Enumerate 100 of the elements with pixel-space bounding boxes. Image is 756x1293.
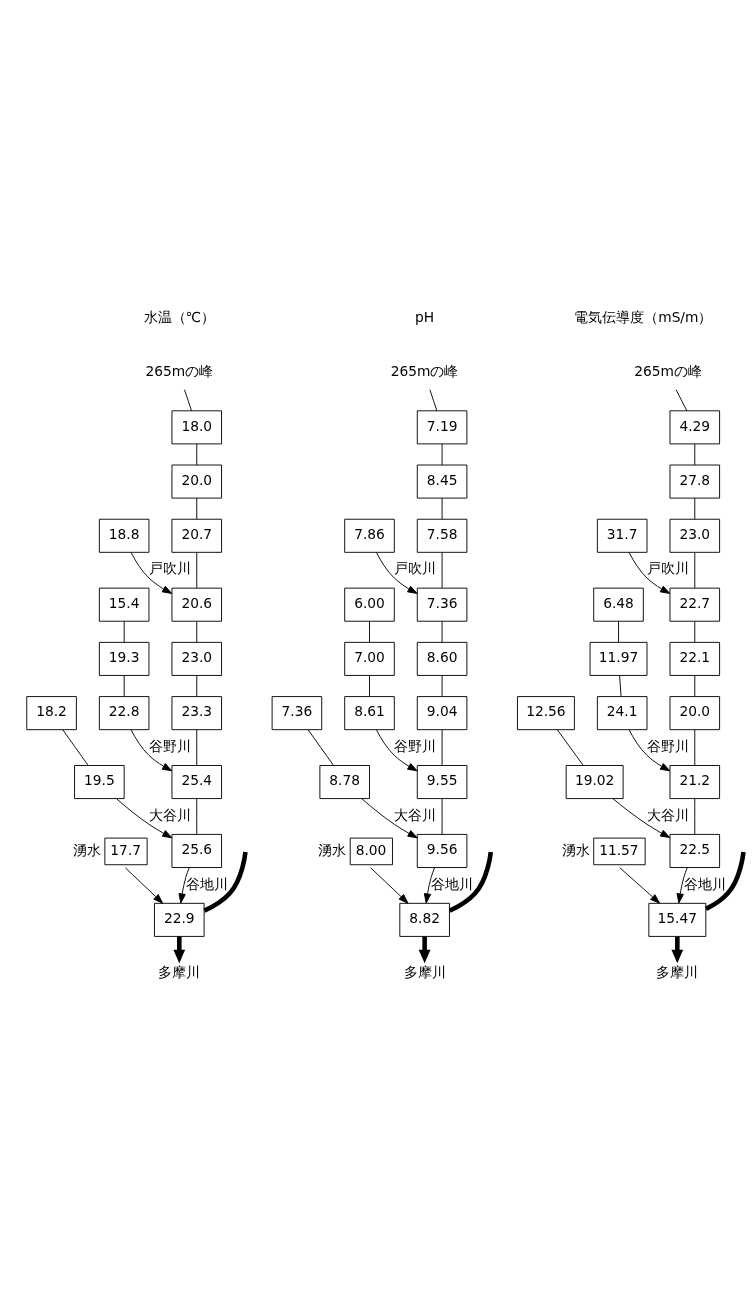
connector (675, 389, 688, 412)
node-box: 18.8 (98, 518, 150, 553)
connector (694, 497, 696, 520)
connector (557, 729, 584, 766)
node-box: 11.97 (589, 641, 648, 676)
node-box: 23.3 (171, 696, 222, 731)
node-box: 7.00 (344, 641, 395, 676)
node-box: 19.3 (98, 641, 150, 676)
edge-label: 戸吹川 (394, 560, 437, 577)
arrow (619, 867, 661, 904)
connector (694, 675, 696, 697)
arrow (628, 552, 671, 594)
arrow (418, 936, 431, 964)
edge-label: 大谷川 (149, 806, 192, 823)
node-box: 8.78 (319, 765, 370, 800)
node-box: 22.9 (154, 902, 205, 937)
node-box: 23.0 (171, 641, 222, 676)
connector (441, 497, 443, 520)
node-box: 9.04 (416, 696, 468, 731)
node-box: 21.2 (669, 765, 721, 800)
arrow (423, 867, 436, 904)
connector (196, 497, 198, 520)
connector (694, 798, 696, 835)
connector (196, 675, 198, 697)
node-box: 11.57 (593, 837, 646, 866)
arrow (612, 798, 671, 839)
node-box: 15.47 (648, 902, 707, 937)
node-box: 9.55 (416, 765, 468, 800)
node-box: 6.00 (344, 587, 395, 622)
arrow (361, 798, 418, 839)
connector (618, 620, 619, 643)
connector (619, 675, 622, 697)
node-box: 8.45 (416, 464, 468, 499)
node-box: 4.29 (669, 410, 721, 445)
node-text: 多摩川 (656, 964, 699, 981)
node-box: 7.58 (416, 518, 468, 553)
connector (705, 851, 746, 911)
connector (441, 798, 443, 835)
node-text: 265mの峰 (390, 363, 459, 380)
arrow (376, 729, 418, 772)
node-box: 7.36 (271, 696, 323, 731)
node-label: 湧水 (318, 841, 347, 858)
connector (441, 443, 443, 466)
node-box: 19.02 (565, 765, 624, 800)
edge-label: 戸吹川 (647, 560, 690, 577)
node-box: 18.0 (171, 410, 222, 445)
connector (123, 620, 125, 643)
arrow (124, 867, 164, 904)
edge-label: 谷野川 (647, 737, 690, 754)
node-box: 22.8 (98, 696, 150, 731)
edge-label: 谷地川 (431, 875, 474, 892)
label: 電気伝導度（mS/m） (574, 309, 713, 326)
node-label: 湧水 (561, 841, 590, 858)
connector (441, 552, 443, 589)
node-box: 22.1 (669, 641, 721, 676)
connector (441, 675, 443, 697)
edge-label: 戸吹川 (149, 560, 192, 577)
arrow (376, 552, 418, 594)
connector (369, 620, 370, 643)
node-box: 12.56 (517, 696, 575, 731)
arrow (173, 936, 186, 964)
edge-label: 谷地川 (683, 875, 726, 892)
connector (369, 675, 370, 697)
node-box: 22.5 (669, 833, 721, 868)
node-text: 265mの峰 (145, 363, 214, 380)
node-box: 8.82 (399, 902, 450, 937)
node-box: 7.19 (416, 410, 468, 445)
edge-label: 大谷川 (647, 806, 690, 823)
arrow (116, 798, 173, 839)
node-box: 25.4 (171, 765, 222, 800)
arrow (671, 936, 684, 964)
node-box: 15.4 (98, 587, 150, 622)
arrow (130, 552, 173, 594)
connector (694, 620, 696, 643)
connector (203, 851, 248, 913)
node-box: 25.6 (171, 833, 222, 868)
node-box: 18.2 (26, 696, 77, 731)
connector (448, 851, 494, 913)
node-box: 6.48 (593, 587, 644, 622)
node-text: 多摩川 (158, 964, 201, 981)
connector (196, 552, 198, 589)
edge-label: 谷野川 (394, 737, 437, 754)
node-box: 8.61 (344, 696, 395, 731)
node-label: 湧水 (72, 841, 101, 858)
label: pH (415, 309, 435, 326)
connector (429, 389, 438, 412)
connector (307, 729, 334, 766)
connector (196, 729, 198, 766)
connector (441, 729, 443, 766)
label: 水温（℃） (143, 309, 216, 326)
connector (123, 675, 125, 697)
arrow (628, 729, 671, 772)
node-box: 19.5 (74, 765, 125, 800)
node-box: 20.7 (171, 518, 222, 553)
node-text: 多摩川 (403, 964, 446, 981)
node-box: 7.36 (416, 587, 468, 622)
connector (694, 552, 696, 589)
arrow (130, 729, 173, 772)
node-box: 7.86 (344, 518, 395, 553)
edge-label: 谷野川 (149, 737, 192, 754)
